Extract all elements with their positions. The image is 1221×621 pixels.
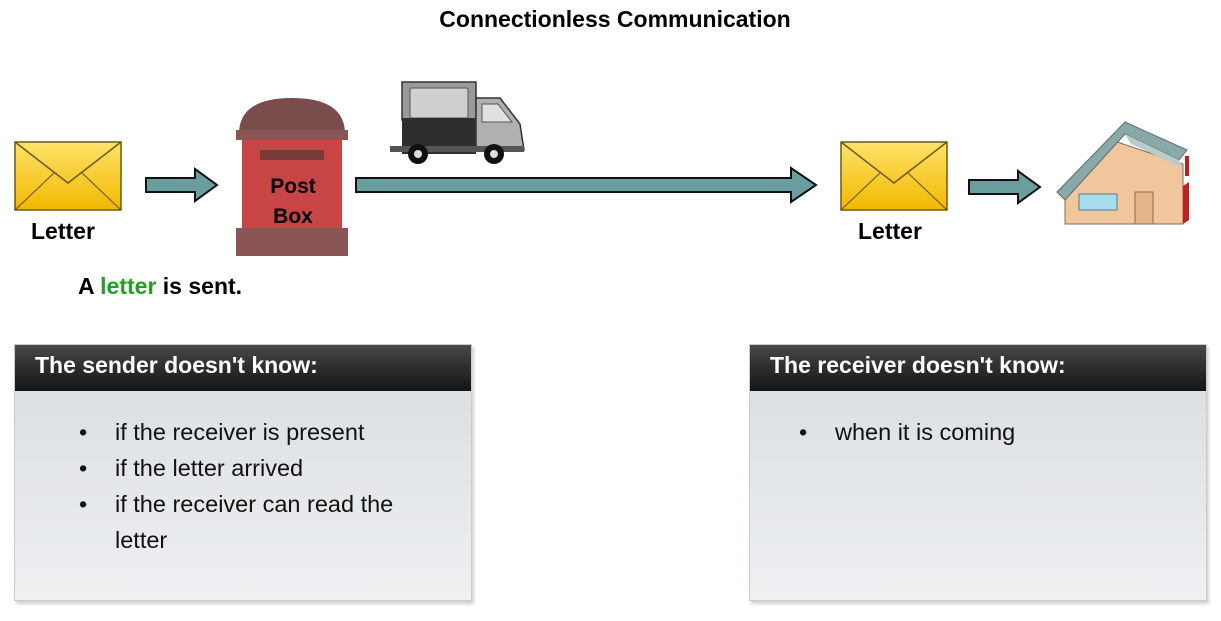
receiver-list: •when it is coming bbox=[799, 414, 1015, 450]
sender-panel: The sender doesn't know: •if the receive… bbox=[14, 344, 472, 601]
list-item: •if the letter arrived bbox=[79, 455, 304, 481]
postbox-label: Post Box bbox=[234, 172, 352, 232]
page-title: Connectionless Communication bbox=[439, 6, 791, 32]
postbox-icon bbox=[236, 98, 348, 256]
sender-item-3-cont: letter bbox=[115, 527, 168, 553]
caption-prefix: A bbox=[78, 273, 94, 299]
receiver-panel-heading: The receiver doesn't know: bbox=[750, 345, 1206, 391]
list-item: •when it is coming bbox=[799, 419, 1016, 445]
long-arrow-icon bbox=[355, 166, 818, 204]
sender-item-3: if the receiver can read the bbox=[115, 491, 394, 517]
receiver-panel: The receiver doesn't know: •when it is c… bbox=[749, 344, 1207, 601]
caption: A letter is sent. bbox=[78, 273, 242, 300]
postbox-label-line2: Box bbox=[273, 205, 313, 228]
arrow-right-icon bbox=[145, 167, 219, 203]
list-item: •if the receiver is present bbox=[79, 419, 365, 445]
caption-suffix: is sent. bbox=[162, 273, 243, 299]
envelope-icon-right bbox=[840, 141, 948, 211]
sender-item-1: if the receiver is present bbox=[115, 419, 365, 445]
caption-highlight: letter bbox=[100, 273, 157, 299]
envelope-icon-left bbox=[14, 141, 122, 211]
sender-list: •if the receiver is present •if the lett… bbox=[79, 414, 393, 558]
list-item: •if the receiver can read the bbox=[79, 491, 394, 517]
house-icon bbox=[1056, 121, 1189, 225]
arrow-right-icon-2 bbox=[968, 169, 1042, 205]
letter-label-left: Letter bbox=[31, 218, 95, 244]
receiver-item-1: when it is coming bbox=[835, 419, 1016, 445]
sender-item-2: if the letter arrived bbox=[115, 455, 304, 481]
sender-panel-heading: The sender doesn't know: bbox=[15, 345, 471, 391]
truck-icon bbox=[390, 81, 525, 164]
postbox-label-line1: Post bbox=[270, 175, 316, 198]
list-item-continuation: letter bbox=[79, 522, 393, 558]
letter-label-right: Letter bbox=[858, 218, 922, 244]
